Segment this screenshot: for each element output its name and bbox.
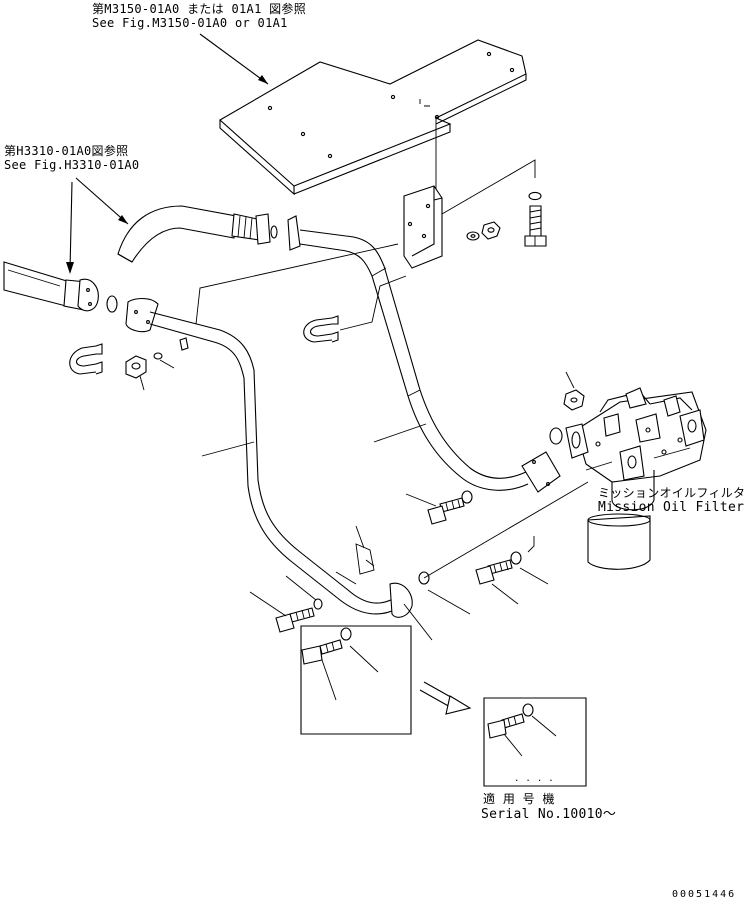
- u-bolt-left: [70, 344, 102, 374]
- left-ref-en: See Fig.H3310-01A0: [4, 158, 140, 172]
- u-bolt-upper: [304, 276, 406, 342]
- pipe-lower: [126, 299, 412, 618]
- detail-box-2: [484, 698, 586, 786]
- top-ref-jp: 第M3150-01A0 または 01A1 図参照: [92, 2, 307, 16]
- mission-oil-filter: [566, 388, 706, 569]
- drawing-number: 00051446: [672, 889, 737, 900]
- o-ring: [419, 572, 429, 584]
- detail-box-1: [301, 604, 432, 734]
- right-bolt: [476, 536, 548, 604]
- filter-name-jp: ミッションオイルフィルタ: [598, 486, 746, 500]
- bracket-fasteners: [442, 160, 546, 246]
- filter-name-en: Mission Oil Filter: [598, 500, 745, 515]
- left-ref-leader: [76, 178, 128, 224]
- filter-nut: [564, 372, 584, 410]
- pipe-upper: [288, 216, 562, 492]
- serial-dots: . . . .: [514, 774, 555, 784]
- serial-label-en: Serial No.10010～: [481, 807, 617, 822]
- support-bracket: [404, 186, 442, 268]
- left-fasteners: [126, 353, 174, 390]
- top-ref-leader: [200, 34, 268, 84]
- arrow-to-detail: [420, 682, 470, 714]
- left-ref-jp: 第H3310-01A0図参照: [4, 144, 129, 158]
- cover-plate: [220, 40, 526, 194]
- mid-bolt-upper: [406, 491, 472, 524]
- left-hose: [4, 262, 117, 312]
- serial-label-jp: 適 用 号 機: [483, 792, 555, 806]
- top-ref-en: See Fig.M3150-01A0 or 01A1: [92, 16, 288, 30]
- upper-hose: [118, 206, 277, 262]
- lower-bolt: [250, 526, 364, 632]
